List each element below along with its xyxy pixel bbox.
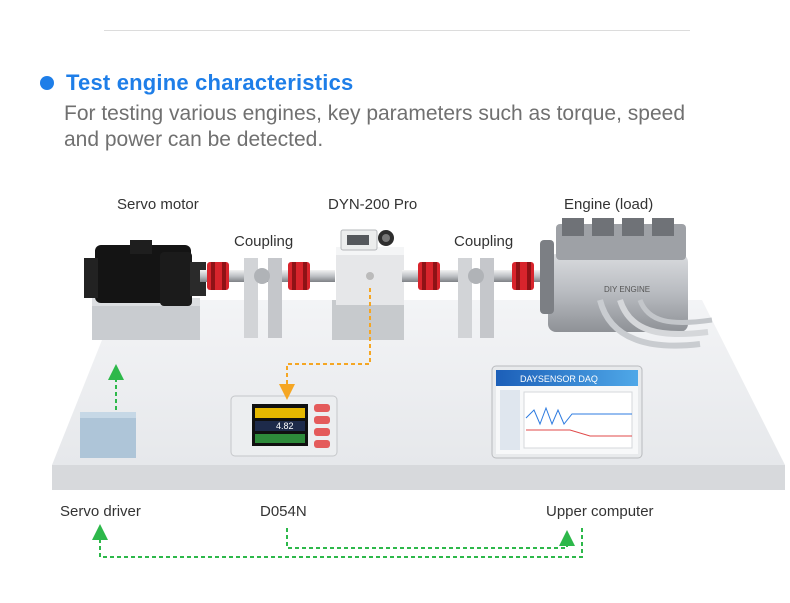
servo-driver-device [80,412,136,458]
servo-motor-device [84,240,206,340]
right-coupling-assembly [402,258,552,338]
sensor-to-controller-link [279,288,371,400]
software-title: DAYSENSOR DAQ [520,374,598,384]
section-title: Test engine characteristics [66,70,354,95]
coupling-right-label: Coupling [454,233,514,250]
top-divider [104,30,690,31]
section-heading: Test engine characteristics [40,70,353,96]
engine-load-device: DIY ENGINE [540,218,713,349]
d054n-controller: 4.82 [230,395,338,457]
bullet-dot-icon [40,76,54,90]
upper-computer-device: DAYSENSOR DAQ [491,365,643,459]
d054n-label: D054N [260,503,307,520]
upper-computer-label: Upper computer [546,503,654,520]
servo-driver-label: Servo driver [60,503,141,520]
section-description: For testing various engines, key paramet… [64,102,685,151]
coupling-left-label: Coupling [234,233,294,250]
connection-lines [92,288,583,558]
controller-value: 4.82 [276,421,294,431]
engine-load-label: Engine (load) [564,196,654,213]
controller-to-computer-link [286,528,575,549]
left-coupling-assembly [200,258,335,338]
servo-motor-label: Servo motor [117,196,199,213]
engine-marking: DIY ENGINE [604,285,650,294]
computer-to-driver-link [92,524,583,558]
dyn-200-pro-label: DYN-200 Pro [328,196,418,213]
dyn-200-pro-sensor [332,229,404,340]
